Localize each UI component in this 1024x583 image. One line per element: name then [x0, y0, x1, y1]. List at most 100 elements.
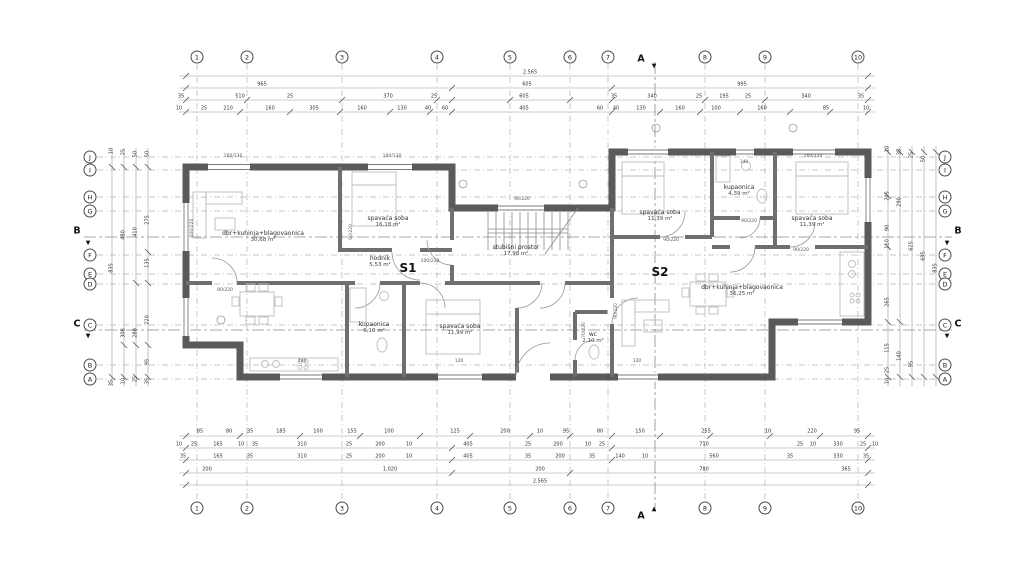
dimension-label: 780	[699, 466, 709, 473]
dimension-label: 25	[345, 441, 353, 448]
dimension-label: 90	[884, 224, 891, 232]
opening-size-label: 120	[632, 358, 642, 364]
dimension-label: 10	[175, 105, 183, 112]
grid-row-bubble-right-H: H	[938, 190, 952, 204]
grid-row-bubble-left-H: H	[83, 190, 97, 204]
grid-column-bubble-bottom-10: 10	[851, 501, 865, 515]
grid-column-bubble-bottom-3: 3	[335, 501, 349, 515]
dimension-label: 255	[701, 428, 711, 435]
dimension-label: 340	[647, 93, 657, 100]
stairs	[487, 207, 579, 255]
dimension-label: 35	[786, 453, 794, 460]
dimension-label: 160	[357, 105, 367, 112]
grid-row-bubble-left-G: G	[83, 204, 97, 218]
dimension-label: 965	[257, 81, 267, 88]
grid-row-bubble-right-I: I	[938, 163, 952, 177]
dimension-label: 210	[223, 105, 233, 112]
dimension-label: 50	[920, 155, 927, 163]
dimension-label: 95	[144, 358, 151, 366]
dimension-label: 10	[108, 147, 115, 155]
sofa	[192, 191, 243, 239]
kitchen-counter-2	[839, 251, 865, 317]
dimension-label: 405	[519, 105, 529, 112]
grid-column-bubble-top-8: 8	[698, 50, 712, 64]
grid-column-bubble-bottom-6: 6	[563, 501, 577, 515]
dimension-label: 35	[588, 453, 596, 460]
dimension-label: 370	[383, 93, 393, 100]
dimension-label: 340	[801, 93, 811, 100]
dimension-label: 35	[179, 453, 187, 460]
section-marker-C: C	[954, 318, 962, 330]
grid-row-bubble-left-B: B	[83, 358, 97, 372]
dimension-label: 35	[246, 453, 254, 460]
dimension-label: 305	[309, 105, 319, 112]
opening-size-label: 140	[297, 358, 307, 364]
grid-row-bubble-left-F: F	[83, 248, 97, 262]
grid-column-bubble-top-2: 2	[240, 50, 254, 64]
dimension-label: 10	[809, 441, 817, 448]
dimension-label: 35	[251, 441, 259, 448]
dimension-label: 160	[265, 105, 275, 112]
bed	[351, 161, 849, 355]
dimension-label: 330	[833, 441, 843, 448]
dimension-label: 95	[908, 360, 915, 368]
bathroom-fixtures	[349, 155, 768, 360]
dimension-label: 10	[862, 105, 870, 112]
dimension-label: 330	[833, 453, 843, 460]
section-marker-B: B	[954, 225, 962, 237]
grid-column-bubble-top-3: 3	[335, 50, 349, 64]
kitchen-counter	[249, 357, 339, 372]
grid-column-bubble-top-4: 4	[430, 50, 444, 64]
dimension-label: 50	[144, 150, 151, 158]
dimension-label: 200	[535, 466, 545, 473]
dimension-label: 60	[596, 105, 604, 112]
dimension-label: 25	[190, 441, 198, 448]
dimension-label: 50	[132, 150, 139, 158]
unit-label-S2: S2	[651, 265, 669, 279]
section-marker-A: A	[637, 510, 645, 522]
dimension-label: 140	[615, 453, 625, 460]
dimension-label: 25	[908, 151, 915, 159]
sofa-2	[621, 299, 670, 347]
dimension-label: 150	[635, 428, 645, 435]
opening-size-label: 90/220	[663, 237, 679, 243]
opening-size-label: 80/220	[217, 287, 233, 293]
dimension-label: 35	[144, 377, 151, 385]
dimension-label: 605	[519, 93, 529, 100]
dimension-label: 35	[524, 453, 532, 460]
dimension-label: 835	[932, 263, 939, 273]
dining-table	[231, 283, 283, 325]
grid-row-bubble-right-B: B	[938, 358, 952, 372]
dimension-label: 200	[500, 428, 510, 435]
dimension-label: 10	[764, 428, 772, 435]
section-lines	[84, 62, 952, 512]
opening-size-label: 90/220	[741, 218, 757, 224]
dimension-label: 710	[699, 441, 709, 448]
dimension-label: 200	[375, 441, 385, 448]
dimension-label: 195	[719, 93, 729, 100]
windows	[181, 147, 873, 382]
dimension-label: 160	[675, 105, 685, 112]
dimension-label: 40	[612, 105, 620, 112]
grid-column-bubble-bottom-2: 2	[240, 501, 254, 515]
door-swings	[211, 211, 816, 378]
dimension-label: 60	[441, 105, 449, 112]
opening-size-label: 100/130	[382, 153, 402, 159]
dimension-label: 25	[598, 441, 606, 448]
dimension-label: 280	[132, 328, 139, 338]
dimension-label: 10	[871, 441, 879, 448]
interior-walls	[186, 152, 868, 377]
section-arrow-icon: ▼	[944, 239, 950, 247]
section-marker-C: C	[73, 318, 81, 330]
dimension-label: 10	[175, 441, 183, 448]
grid-column-bubble-top-7: 7	[601, 50, 615, 64]
opening-size-label: 160/130	[803, 153, 823, 159]
dimension-label: 25	[859, 441, 867, 448]
